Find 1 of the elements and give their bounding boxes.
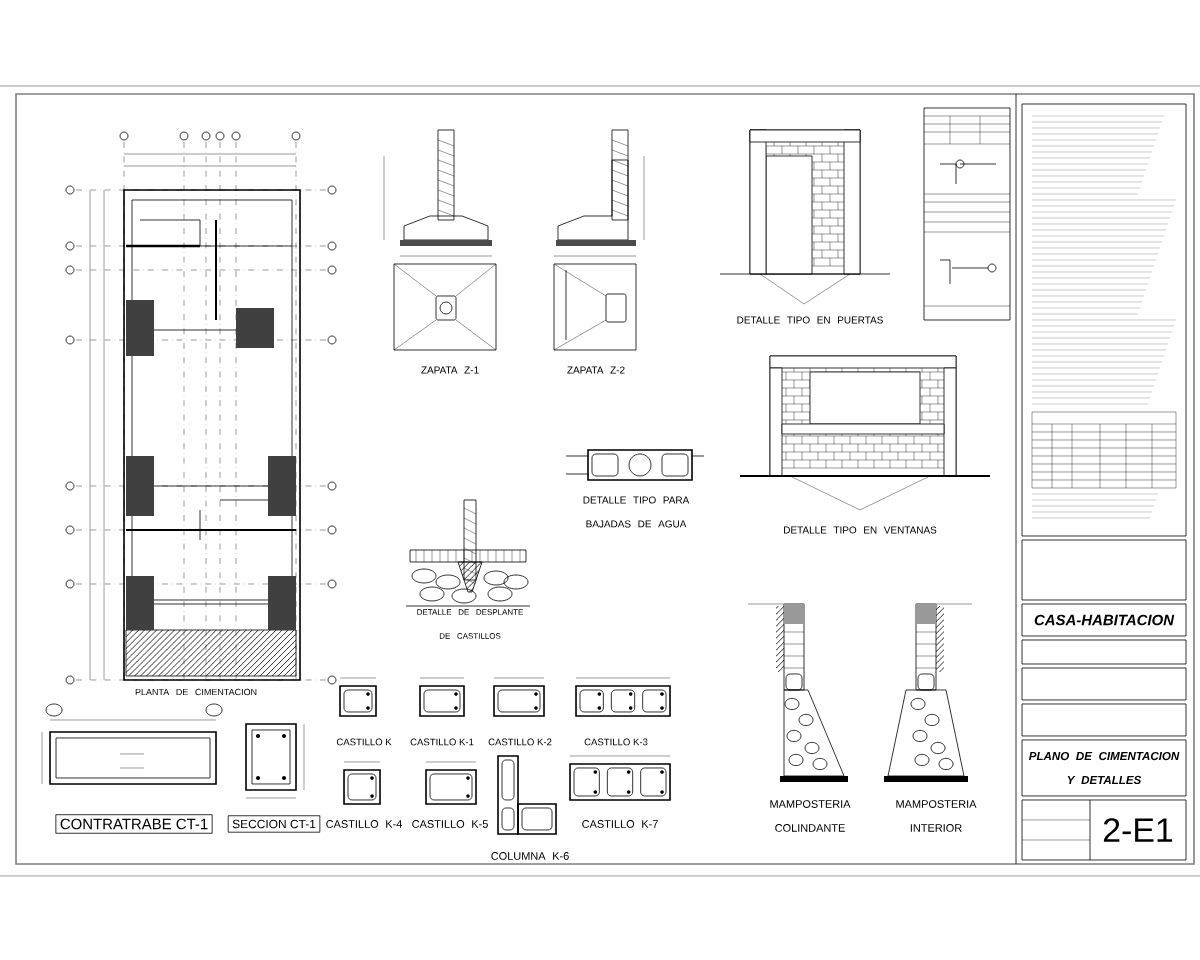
sheet-number: 2-E1 bbox=[1103, 818, 1173, 842]
